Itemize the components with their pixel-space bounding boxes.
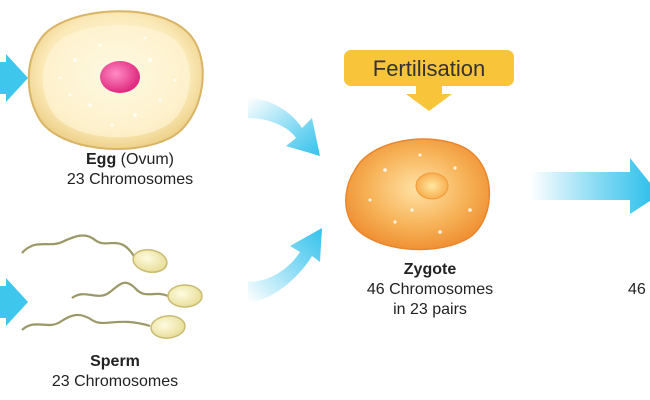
fertilisation-callout: Fertilisation: [344, 50, 514, 111]
egg-alt-name: (Ovum): [120, 151, 174, 168]
sperm-cells: [21, 234, 203, 339]
egg-chromosomes: 23 Chromosomes: [66, 171, 194, 188]
zygote-cell: [345, 138, 491, 251]
arrow-egg-to-zygote: [248, 98, 320, 156]
egg-label: Egg (Ovum) 23 Chromosomes: [40, 150, 220, 190]
offscreen-partial-text: 46: [628, 281, 646, 298]
sperm-label: Sperm 23 Chromosomes: [25, 352, 205, 392]
arrow-zygote-to-next: [530, 158, 650, 214]
zygote-nucleus: [415, 172, 449, 200]
sperm-cell: [21, 313, 186, 339]
sperm-chromosomes: 23 Chromosomes: [51, 373, 179, 390]
zygote-name: Zygote: [403, 261, 457, 278]
zygote-pairs: in 23 pairs: [393, 301, 467, 318]
sperm-name: Sperm: [90, 353, 140, 370]
callout-label: Fertilisation: [373, 56, 485, 81]
arrow-left-top: [0, 54, 28, 102]
arrow-sperm-to-zygote: [248, 228, 322, 302]
egg-name: Egg: [86, 151, 117, 168]
egg-cell: [27, 10, 204, 150]
sperm-cell: [71, 281, 203, 308]
sperm-cell: [21, 234, 168, 273]
offscreen-partial-label: 46: [628, 280, 650, 300]
arrow-left-bottom: [0, 278, 28, 326]
zygote-label: Zygote 46 Chromosomes in 23 pairs: [345, 260, 515, 320]
zygote-chromosomes: 46 Chromosomes: [366, 281, 494, 298]
egg-nucleus: [100, 61, 140, 93]
